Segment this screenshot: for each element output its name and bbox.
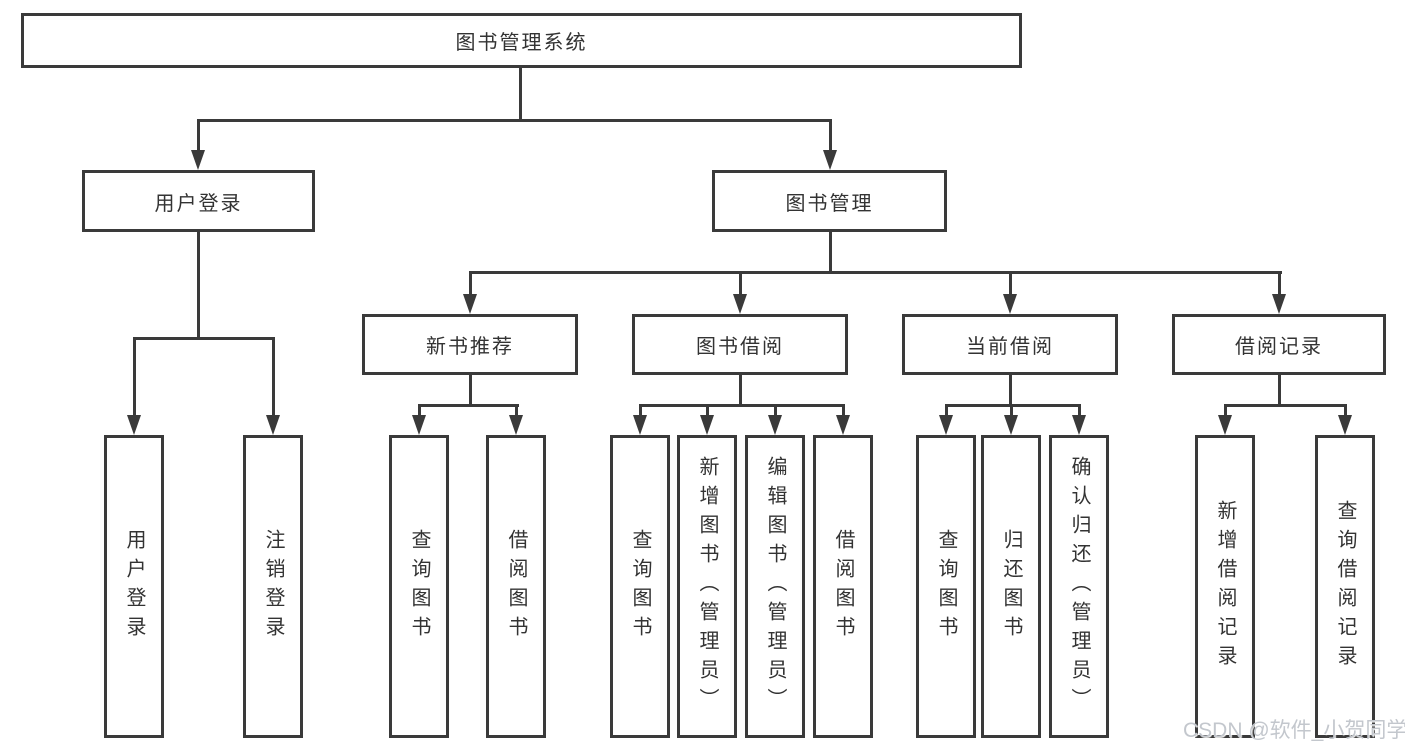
connector-line <box>272 338 275 417</box>
leaf-query-borrow-record: 查询借阅记录 <box>1315 435 1375 738</box>
connector-line <box>469 271 1282 274</box>
node-label: 查询图书 <box>629 528 651 645</box>
leaf-logout: 注销登录 <box>243 435 303 738</box>
leaf-borrow-books-recommend: 借阅图书 <box>486 435 546 738</box>
arrow-down-icon <box>700 415 714 435</box>
connector-line <box>515 405 518 417</box>
leaf-query-books-recommend: 查询图书 <box>389 435 449 738</box>
node-label: 图书管理系统 <box>455 32 588 54</box>
connector-line <box>418 404 519 407</box>
connector-line <box>469 375 472 406</box>
arrow-down-icon <box>191 150 205 170</box>
connector-line <box>739 375 742 406</box>
connector-line <box>774 405 777 417</box>
node-label: 借阅记录 <box>1235 336 1323 358</box>
node-label: 新增借阅记录 <box>1214 499 1236 674</box>
node-label: 新增图书（管理员） <box>696 456 718 717</box>
csdn-watermark: CSDN @软件_小贺同学 <box>1183 719 1405 742</box>
leaf-edit-books-admin: 编辑图书（管理员） <box>745 435 805 738</box>
connector-line <box>945 405 948 417</box>
arrow-down-icon <box>823 150 837 170</box>
arrow-down-icon <box>1272 294 1286 314</box>
connector-line <box>197 119 832 122</box>
connector-line <box>1009 272 1012 296</box>
node-label: 借阅图书 <box>505 528 527 645</box>
connector-line <box>829 120 832 152</box>
connector-line <box>197 232 200 339</box>
node-label: 编辑图书（管理员） <box>764 456 786 717</box>
node-current-borrow: 当前借阅 <box>902 314 1118 375</box>
node-label: 查询图书 <box>408 528 430 645</box>
connector-line <box>469 272 472 296</box>
leaf-add-borrow-record: 新增借阅记录 <box>1195 435 1255 738</box>
connector-line <box>706 405 709 417</box>
leaf-user-login: 用户登录 <box>104 435 164 738</box>
connector-line <box>842 405 845 417</box>
node-label: 借阅图书 <box>832 528 854 645</box>
node-borrow-record: 借阅记录 <box>1172 314 1386 375</box>
arrow-down-icon <box>633 415 647 435</box>
arrow-down-icon <box>1003 294 1017 314</box>
arrow-down-icon <box>463 294 477 314</box>
arrow-down-icon <box>1338 415 1352 435</box>
node-label: 用户登录 <box>154 192 243 215</box>
connector-line <box>1344 405 1347 417</box>
connector-line <box>1224 404 1347 407</box>
connector-line <box>519 66 522 121</box>
connector-line <box>1278 272 1281 296</box>
node-label: 查询借阅记录 <box>1334 499 1356 674</box>
node-label: 图书管理 <box>785 192 874 215</box>
connector-line <box>1010 405 1013 417</box>
connector-line <box>418 405 421 417</box>
node-label: 用户登录 <box>123 528 145 645</box>
connector-line <box>829 232 832 273</box>
node-root: 图书管理系统 <box>21 13 1022 68</box>
node-new-book-recommend: 新书推荐 <box>362 314 578 375</box>
node-book-management: 图书管理 <box>712 170 947 232</box>
arrow-down-icon <box>127 415 141 435</box>
leaf-return-books: 归还图书 <box>981 435 1041 738</box>
connector-line <box>639 404 845 407</box>
connector-line <box>1278 375 1281 406</box>
arrow-down-icon <box>1004 415 1018 435</box>
node-label: 查询图书 <box>935 528 957 645</box>
leaf-query-books-current: 查询图书 <box>916 435 976 738</box>
arrow-down-icon <box>412 415 426 435</box>
connector-line <box>133 337 275 340</box>
node-label: 确认归还（管理员） <box>1068 456 1090 717</box>
connector-line <box>945 404 1081 407</box>
leaf-borrow-books: 借阅图书 <box>813 435 873 738</box>
node-user-login: 用户登录 <box>82 170 315 232</box>
connector-line <box>1078 405 1081 417</box>
leaf-query-books-borrow: 查询图书 <box>610 435 670 738</box>
node-label: 图书借阅 <box>696 336 784 358</box>
connector-line <box>739 272 742 296</box>
leaf-confirm-return-admin: 确认归还（管理员） <box>1049 435 1109 738</box>
connector-line <box>639 405 642 417</box>
connector-line <box>1224 405 1227 417</box>
connector-line <box>197 120 200 152</box>
arrow-down-icon <box>733 294 747 314</box>
node-label: 注销登录 <box>262 528 284 645</box>
arrow-down-icon <box>768 415 782 435</box>
arrow-down-icon <box>266 415 280 435</box>
arrow-down-icon <box>836 415 850 435</box>
arrow-down-icon <box>939 415 953 435</box>
arrow-down-icon <box>1072 415 1086 435</box>
connector-line <box>1009 375 1012 406</box>
arrow-down-icon <box>509 415 523 435</box>
arrow-down-icon <box>1218 415 1232 435</box>
connector-line <box>133 338 136 417</box>
node-label: 新书推荐 <box>426 336 514 358</box>
leaf-add-books-admin: 新增图书（管理员） <box>677 435 737 738</box>
node-label: 归还图书 <box>1000 528 1022 645</box>
node-label: 当前借阅 <box>966 336 1054 358</box>
node-book-borrow: 图书借阅 <box>632 314 848 375</box>
